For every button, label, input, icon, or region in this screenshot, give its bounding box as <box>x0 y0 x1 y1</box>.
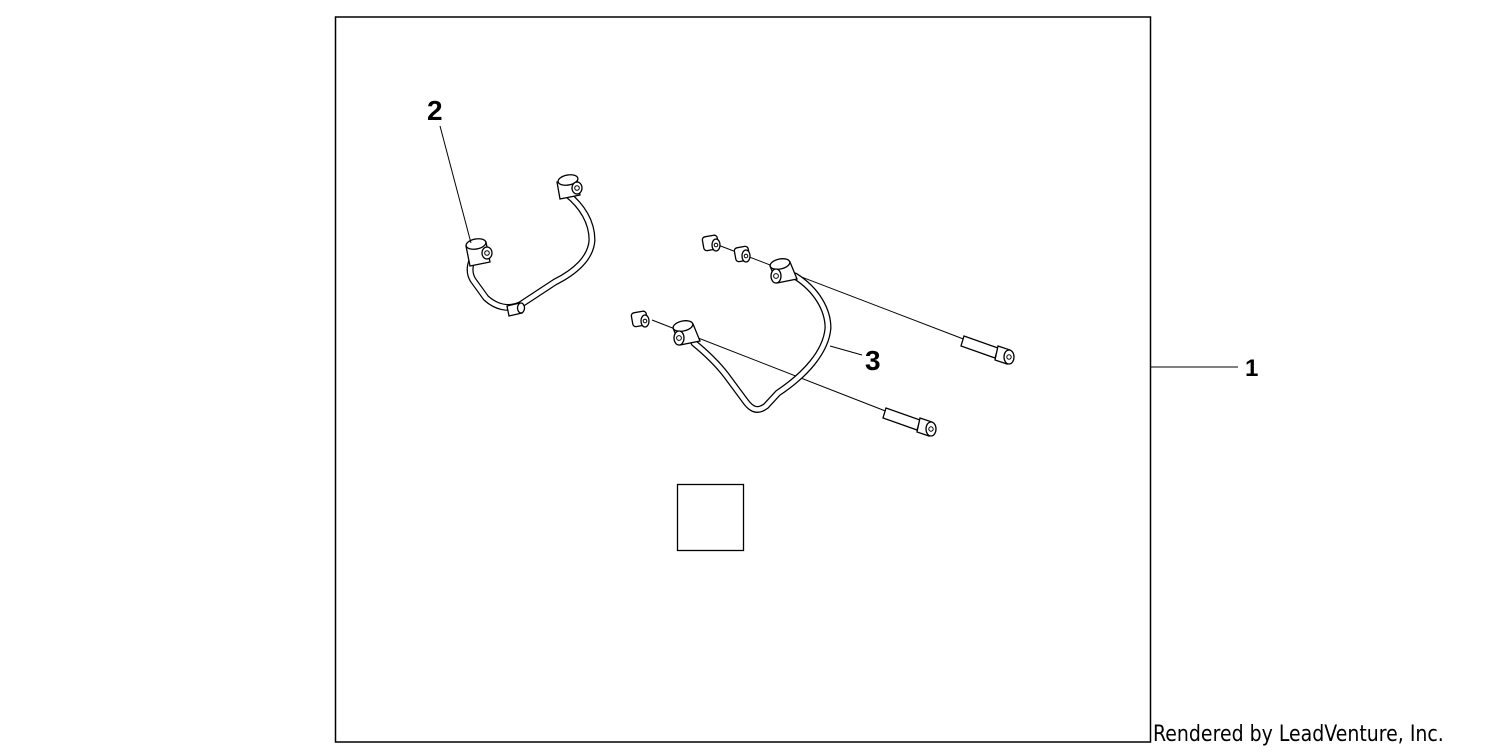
kit-frame <box>334 16 1152 743</box>
callout-2-label: 2 <box>427 95 443 126</box>
instruction-sheet <box>676 483 745 552</box>
callout-1-label: 1 <box>1245 355 1258 382</box>
credit-footer: Rendered by LeadVenture, Inc. <box>1153 722 1444 747</box>
bracket-right[interactable] <box>630 234 1015 437</box>
nut-upper-inner <box>733 245 751 263</box>
callout-3[interactable]: 3 <box>829 345 881 376</box>
callout-3-leader <box>829 345 863 356</box>
bolt-upper <box>960 335 1015 365</box>
bracket-left[interactable] <box>465 173 596 317</box>
callout-3-label: 3 <box>865 345 881 376</box>
callout-2-leader <box>439 125 472 244</box>
callout-2[interactable]: 2 <box>427 95 472 244</box>
bolt-axis-upper <box>717 244 967 341</box>
nut-lower <box>630 310 650 328</box>
bolt-lower <box>882 407 937 437</box>
callout-1[interactable]: 1 <box>1151 355 1258 382</box>
nut-upper-outer <box>701 234 721 252</box>
